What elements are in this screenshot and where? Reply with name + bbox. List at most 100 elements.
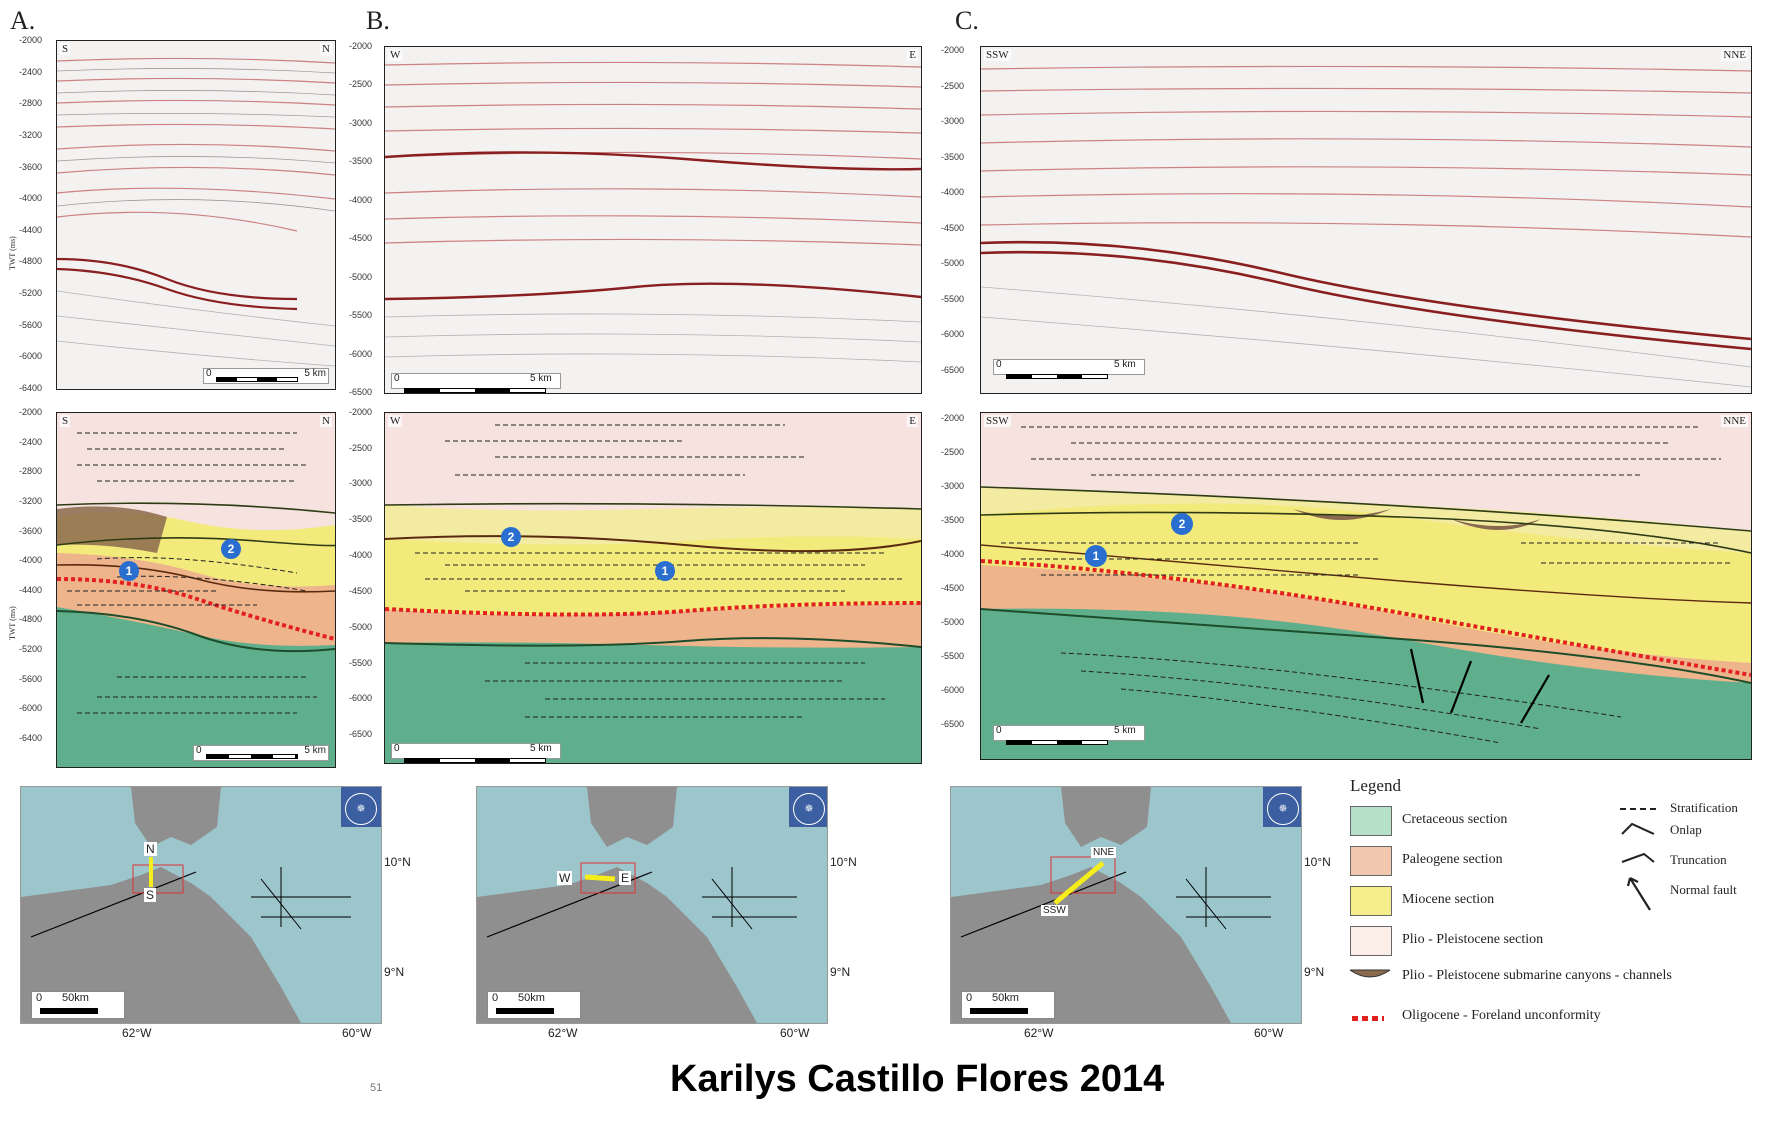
legend-item-unconformity: Oligocene - Foreland unconformity — [1402, 1008, 1601, 1023]
legend-normal-fault-icon — [1626, 877, 1651, 911]
map-b-lon-60w: 60°W — [780, 1026, 810, 1040]
panel-a-right-orient: N — [320, 43, 332, 55]
legend-symbol-onlap: Onlap — [1670, 822, 1702, 837]
panel-b-left-orient: W — [388, 49, 403, 61]
panel-c-label: C. — [955, 6, 979, 35]
panel-a-interp-scale-bar: 0 5 km — [193, 745, 329, 761]
marker-1: 1 — [1085, 545, 1107, 567]
panel-a-label: A. — [10, 6, 36, 35]
legend-item-paleogene: Paleogene section — [1402, 852, 1503, 867]
legend-item-plio: Plio - Pleistocene section — [1402, 932, 1544, 947]
panel-a-seismic-reflectors — [57, 57, 335, 367]
panel-c-scale-bar: 0 5 km — [993, 359, 1145, 379]
map-c-lat-10n: 10°N — [1304, 855, 1331, 869]
panel-a-scale-bar: 0 5 km — [203, 368, 329, 384]
legend-title: Legend — [1350, 776, 1401, 795]
panel-c-interp-ticks: -2000-2500 -3000-3500 -4000-4500 -5000-5… — [940, 413, 964, 729]
marker-2: 2 — [501, 527, 521, 547]
legend-symbol-truncation: Truncation — [1670, 852, 1727, 867]
location-map-b: W E ✵ 0 50km — [476, 786, 828, 1024]
legend-symbol-stratification: Stratification — [1670, 800, 1738, 815]
map-b-lon-62w: 62°W — [548, 1026, 578, 1040]
legend-swatch-paleogene — [1350, 846, 1392, 876]
map-a-terrain — [21, 787, 381, 1023]
location-map-a: N S ✵ 0 50km — [20, 786, 382, 1024]
panel-a-interp-right-orient: N — [320, 415, 332, 427]
legend-canyon-icon — [1350, 969, 1390, 978]
map-c-terrain — [951, 787, 1301, 1023]
panel-a-left-orient: S — [60, 43, 71, 55]
panel-c-interp-right-orient: NNE — [1721, 415, 1748, 427]
map-a-lat-9n: 9°N — [384, 965, 405, 979]
legend: Legend Cretaceous section Paleogene sect… — [1350, 776, 1760, 1046]
map-a-end-label: S — [144, 888, 157, 902]
legend-swatch-plio — [1350, 926, 1392, 956]
panel-b-scale-bar: 0 5 km — [391, 373, 561, 393]
panel-b-right-orient: E — [907, 49, 918, 61]
map-c-start-label: NNE — [1091, 847, 1117, 858]
panel-b-interpretation: W E 2 1 0 5 km — [384, 412, 922, 764]
location-map-c: NNE SSW ✵ 0 50km — [950, 786, 1302, 1024]
map-c-lon-60w: 60°W — [1254, 1026, 1284, 1040]
legend-item-canyons: Plio - Pleistocene submarine canyons - c… — [1402, 968, 1672, 983]
marker-2: 2 — [1171, 513, 1193, 535]
panel-c-interp-scale-bar: 0 5 km — [993, 725, 1145, 745]
map-c-end-label: SSW — [1041, 905, 1068, 916]
panel-b-interp-ticks: -2000-2500 -3000-3500 -4000-4500 -5000-5… — [348, 407, 372, 739]
map-b-end-label: E — [619, 871, 632, 885]
legend-unconformity-icon — [1352, 1016, 1384, 1021]
panel-a-interp-left-orient: S — [60, 415, 71, 427]
panel-c-right-orient: NNE — [1721, 49, 1748, 61]
marker-2: 2 — [221, 539, 241, 559]
map-a-scale: 0 50km — [31, 991, 125, 1019]
legend-swatch-cretaceous — [1350, 806, 1392, 836]
panel-a-interp-ticks: -2000-2400 -2800-3200 -3600-4000 -4400-4… — [18, 407, 42, 743]
map-b-lat-9n: 9°N — [830, 965, 851, 979]
panel-c-cross-section — [981, 413, 1751, 759]
page-number: 51 — [370, 1082, 383, 1094]
map-a-lon-62w: 62°W — [122, 1026, 152, 1040]
credit-caption: Karilys Castillo Flores 2014 — [670, 1058, 1165, 1100]
legend-item-miocene: Miocene section — [1402, 892, 1495, 907]
map-c-scale: 0 50km — [961, 991, 1055, 1019]
panel-b-interp-left-orient: W — [388, 415, 403, 427]
north-arrow-icon: ✵ — [1267, 793, 1299, 825]
map-c-lat-9n: 9°N — [1304, 965, 1325, 979]
legend-truncation-icon — [1621, 852, 1655, 863]
map-b-start-label: W — [557, 871, 573, 885]
map-b-lat-10n: 10°N — [830, 855, 857, 869]
panel-a-interpretation: S N 1 2 0 5 km — [56, 412, 336, 768]
map-c-lon-62w: 62°W — [1024, 1026, 1054, 1040]
panel-c-seismic-ticks: -2000-2500 -3000-3500 -4000-4500 -5000-5… — [940, 45, 964, 375]
panel-b-label: B. — [366, 6, 390, 35]
panel-a-seismic: S N 0 5 km — [56, 40, 336, 390]
panel-c-left-orient: SSW — [984, 49, 1011, 61]
panel-c-interp-left-orient: SSW — [984, 415, 1011, 427]
map-a-lon-60w: 60°W — [342, 1026, 372, 1040]
legend-swatch-miocene — [1350, 886, 1392, 916]
panel-c-seismic: SSW NNE 0 5 km — [980, 46, 1752, 394]
map-b-scale: 0 50km — [487, 991, 581, 1019]
legend-onlap-icon — [1621, 822, 1655, 835]
map-a-start-label: N — [144, 842, 157, 856]
panel-c-interpretation: SSW NNE 1 2 0 5 km — [980, 412, 1752, 760]
marker-1: 1 — [119, 561, 139, 581]
panel-c-seismic-reflectors — [981, 65, 1751, 388]
north-arrow-icon: ✵ — [345, 793, 377, 825]
panel-b-interp-right-orient: E — [907, 415, 918, 427]
panel-a-cross-section — [57, 413, 335, 767]
legend-item-cretaceous: Cretaceous section — [1402, 812, 1508, 827]
panel-b-seismic-reflectors — [385, 61, 921, 363]
panel-a-interp-ylabel: TWT (ms) — [8, 606, 17, 640]
map-a-lat-10n: 10°N — [384, 855, 411, 869]
panel-b-seismic: W E 0 5 km — [384, 46, 922, 394]
legend-symbol-normal-fault: Normal fault — [1670, 882, 1737, 897]
marker-1: 1 — [655, 561, 675, 581]
panel-a-seismic-ticks: -2000-2400 -2800-3200 -3600-4000 -4400-4… — [18, 35, 42, 393]
panel-b-seismic-ticks: -2000-2500 -3000-3500 -4000-4500 -5000-5… — [348, 41, 372, 397]
legend-stratification-icon — [1620, 808, 1656, 810]
map-b-terrain — [477, 787, 827, 1023]
panel-b-interp-scale-bar: 0 5 km — [391, 743, 561, 763]
north-arrow-icon: ✵ — [793, 793, 825, 825]
panel-b-cross-section — [385, 413, 921, 763]
